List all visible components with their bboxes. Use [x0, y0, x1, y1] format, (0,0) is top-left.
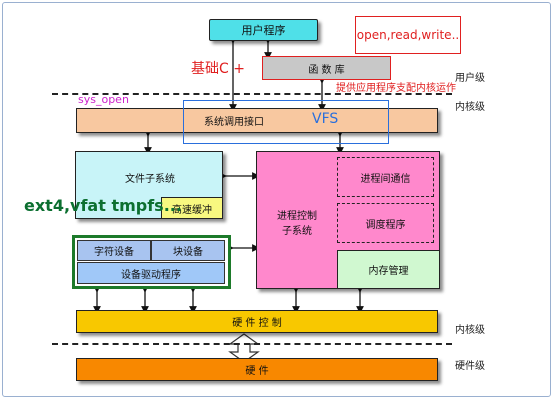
- syscall-interface-box: 系统调用接口: [76, 108, 438, 133]
- file-subsystem-label: 文件子系统: [125, 174, 175, 185]
- ipc-box: 进程间通信: [337, 157, 434, 197]
- cache-box: 高速缓冲: [161, 197, 223, 219]
- function-library-box: 函 数 库: [262, 56, 391, 80]
- user-program-box: 用户程序: [209, 19, 318, 41]
- diagram-frame: [2, 2, 551, 397]
- memory-management-box: 内存管理: [337, 250, 440, 289]
- scheduler-box: 调度程序: [337, 203, 434, 243]
- user-level-label: 用户级: [455, 73, 485, 84]
- block-device-box: 块设备: [151, 240, 225, 261]
- separator-kernel-hardware: [52, 343, 452, 345]
- hardware-box: 硬 件: [76, 358, 438, 381]
- char-device-box: 字符设备: [77, 240, 151, 261]
- kernel-level-label-upper: 内核级: [455, 102, 485, 113]
- vfs-highlight-box: [183, 100, 389, 144]
- process-control-label: 进程控制 子系统: [277, 211, 317, 237]
- library-note: 提供应用程序支配内核运作: [336, 83, 456, 94]
- hardware-control-box: 硬 件 控 制: [76, 310, 438, 333]
- sys-open-label: sys_open: [78, 93, 129, 106]
- fs-types-label: ext4,vfat tmpfs...: [24, 196, 182, 215]
- vfs-label: VFS: [312, 111, 339, 127]
- hardware-level-label: 硬件级: [455, 361, 485, 372]
- basic-c-label: 基础C +: [191, 61, 245, 77]
- open-read-write-box: open,read,write..: [355, 16, 461, 54]
- device-driver-box: 设备驱动程序: [77, 262, 225, 284]
- kernel-level-label-lower: 内核级: [455, 325, 485, 336]
- separator-user-kernel: [52, 93, 452, 95]
